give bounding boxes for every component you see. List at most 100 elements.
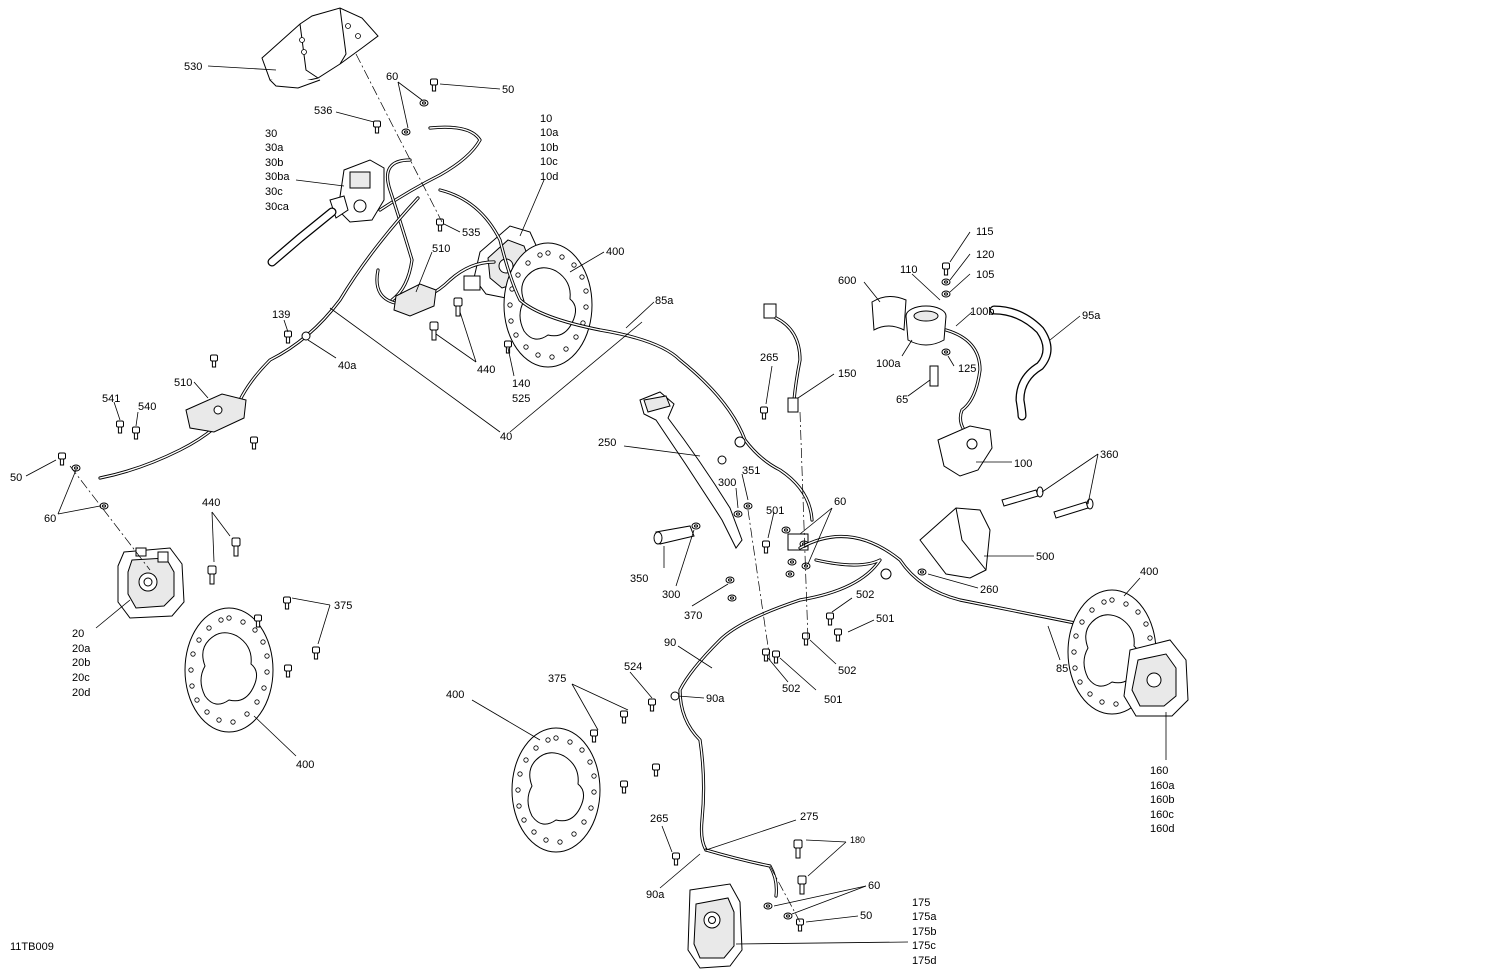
label-530: 530 xyxy=(184,61,202,73)
label-40: 40 xyxy=(500,431,512,443)
screw-left-top xyxy=(210,354,218,368)
label-160: 160 xyxy=(1150,765,1168,777)
clamp-pedal xyxy=(734,436,746,448)
fitting-501-a xyxy=(762,540,770,554)
label-175b: 175b xyxy=(912,926,936,938)
reservoir-100a xyxy=(905,305,947,346)
label-502-a: 502 xyxy=(856,589,874,601)
label-20a: 20a xyxy=(72,643,91,655)
label-120: 120 xyxy=(976,249,994,261)
label-10d: 10d xyxy=(540,171,558,183)
washer-105 xyxy=(941,290,951,298)
screw-524 xyxy=(648,698,656,712)
label-540: 540 xyxy=(138,401,156,413)
label-30ca: 30ca xyxy=(265,201,290,213)
label-90a-bottom: 90a xyxy=(646,889,665,901)
bolt-360-a xyxy=(1001,486,1044,507)
rear-caliper-175 xyxy=(687,883,743,969)
label-525: 525 xyxy=(512,393,530,405)
label-160c: 160c xyxy=(1150,809,1174,821)
bolt-501-c xyxy=(772,650,780,664)
vent-hose-95a xyxy=(989,305,1052,421)
label-510-left: 510 xyxy=(174,377,192,389)
label-20d: 20d xyxy=(72,687,90,699)
label-30c: 30c xyxy=(265,186,283,198)
screw-375-a xyxy=(283,596,291,610)
washer-300-a xyxy=(733,510,743,518)
nut-pedal xyxy=(717,455,727,465)
nut-540 xyxy=(132,426,140,440)
washer-60-bottom-a xyxy=(763,902,773,910)
abs-bracket-510-top xyxy=(393,283,437,317)
label-65: 65 xyxy=(896,394,908,406)
nut-370-a xyxy=(725,576,735,584)
label-265-bottom: 265 xyxy=(650,813,668,825)
label-60: 60 xyxy=(386,71,398,83)
clamp-center xyxy=(880,568,892,580)
clip-139 xyxy=(284,330,292,344)
label-10a: 10a xyxy=(540,127,559,139)
nut-502-b xyxy=(802,632,810,646)
label-60-center: 60 xyxy=(834,496,846,508)
label-10c: 10c xyxy=(540,156,558,168)
screw-375-g xyxy=(652,763,660,777)
label-20b: 20b xyxy=(72,657,90,669)
label-400-right: 400 xyxy=(1140,566,1158,578)
label-440-top: 440 xyxy=(477,364,495,376)
washer-60-bottom-b xyxy=(783,912,793,920)
screw-375-c xyxy=(312,646,320,660)
reservoir-bracket-100 xyxy=(937,425,993,477)
bolt-50-bottom xyxy=(796,918,804,932)
label-20c: 20c xyxy=(72,672,90,684)
label-175c: 175c xyxy=(912,940,936,952)
clamp-40a xyxy=(301,331,311,341)
washer-60-top xyxy=(419,99,429,107)
bolt-501-b xyxy=(834,628,842,642)
clamp-90a xyxy=(670,691,680,701)
label-150: 150 xyxy=(838,368,856,380)
label-115: 115 xyxy=(976,226,994,238)
screw-375-d xyxy=(284,664,292,678)
leader-lines xyxy=(25,65,1167,945)
label-40a: 40a xyxy=(338,360,357,372)
nut-541 xyxy=(116,420,124,434)
label-400-center: 400 xyxy=(446,689,464,701)
label-400-left: 400 xyxy=(296,759,314,771)
label-400-top: 400 xyxy=(606,246,624,258)
bolt-115 xyxy=(942,262,950,276)
label-265-center: 265 xyxy=(760,352,778,364)
label-140: 140 xyxy=(512,378,530,390)
label-440-left: 440 xyxy=(202,497,220,509)
label-50: 50 xyxy=(502,84,514,96)
label-375-left: 375 xyxy=(334,600,352,612)
brake-hoses-center xyxy=(678,534,1142,898)
label-90: 90 xyxy=(664,637,676,649)
label-30b: 30b xyxy=(265,157,283,169)
label-175d: 175d xyxy=(912,955,936,967)
clip-140 xyxy=(504,340,512,354)
bolt-50-left xyxy=(58,452,66,466)
label-180: 180 xyxy=(850,835,865,845)
label-95a: 95a xyxy=(1082,310,1101,322)
left-caliper-20 xyxy=(117,547,185,619)
label-160b: 160b xyxy=(1150,794,1174,806)
brake-rotor-400-center xyxy=(511,727,601,853)
label-375-center: 375 xyxy=(548,673,566,685)
callout-labels: 530 60 50 536 30 30a 30b 30ba 30c 30ca 1… xyxy=(10,61,1175,967)
master-cylinder-30 xyxy=(267,159,385,267)
bolt-180-b xyxy=(797,875,807,895)
label-500: 500 xyxy=(1036,551,1054,563)
bolt-180-a xyxy=(793,839,803,859)
mounting-bracket-530 xyxy=(261,7,379,89)
assembly-lines xyxy=(69,53,809,923)
label-351: 351 xyxy=(742,465,760,477)
label-175a: 175a xyxy=(912,911,937,923)
label-510-top: 510 xyxy=(432,243,450,255)
right-caliper-160 xyxy=(1123,639,1189,717)
label-139: 139 xyxy=(272,309,290,321)
fitting-65 xyxy=(929,365,939,387)
label-85a: 85a xyxy=(655,295,674,307)
label-524: 524 xyxy=(624,661,642,673)
label-600: 600 xyxy=(838,275,856,287)
hose-100b xyxy=(944,328,982,432)
